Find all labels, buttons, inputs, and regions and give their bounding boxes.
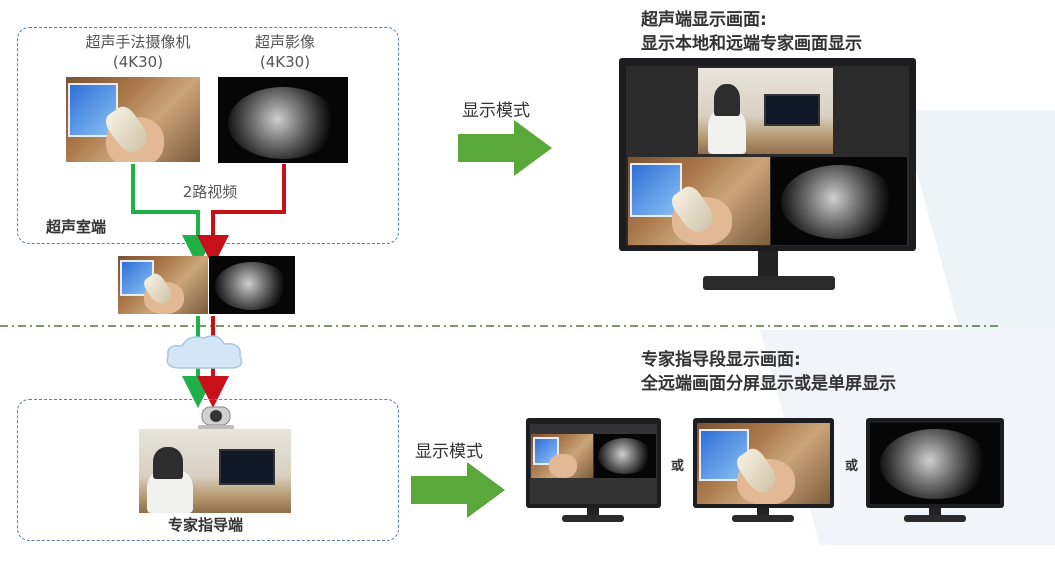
- display-mode-arrow-top: [458, 120, 552, 176]
- hand-camera-image: [66, 77, 200, 162]
- remote-expert-view: [698, 68, 833, 154]
- local-camera-view: [628, 157, 770, 245]
- camera2-label: 超声影像 (4K30): [254, 33, 315, 71]
- camera-device-icon: [198, 406, 234, 431]
- expert-side-title: 专家指导端: [168, 516, 244, 534]
- single-camera-view: [697, 423, 830, 504]
- or-label-1: 或: [671, 459, 685, 474]
- section-divider: [0, 325, 1000, 327]
- ultrasound-image: [218, 77, 348, 163]
- split-ultrasound-view: [594, 434, 656, 478]
- split-monitor-base: [562, 515, 624, 522]
- split-monitor-stand: [587, 508, 599, 516]
- split-camera-view: [531, 434, 593, 478]
- camera1-label: 超声手法摄像机 (4K30): [85, 33, 191, 71]
- combined-camera-image: [118, 256, 208, 314]
- ultrasound-monitor-base: [904, 515, 966, 522]
- camera-monitor-stand: [757, 508, 769, 516]
- ultrasound-monitor-stand: [929, 508, 941, 516]
- camera-monitor-base: [732, 515, 794, 522]
- display-mode-label-top: 显示模式: [462, 101, 530, 121]
- expert-side-box: [17, 399, 399, 541]
- display-mode-arrow-bottom: [411, 462, 505, 518]
- video-path-lines: [131, 164, 286, 408]
- combined-ultrasound-image: [209, 256, 295, 314]
- expert-display-heading: 专家指导段显示画面: 全远端画面分屏显示或是单屏显示: [641, 350, 896, 394]
- monitor-stand: [758, 251, 778, 277]
- or-label-2: 或: [845, 459, 859, 474]
- expert-office-image: [139, 429, 291, 513]
- cloud-icon: [166, 335, 243, 369]
- monitor-base: [703, 276, 835, 290]
- video-paths-label: 2路视频: [182, 183, 238, 201]
- ultrasound-room-title: 超声室端: [46, 218, 107, 236]
- ultrasound-display-heading: 超声端显示画面: 显示本地和远端专家画面显示: [641, 10, 862, 54]
- local-ultrasound-view: [771, 157, 907, 245]
- display-mode-label-bottom: 显示模式: [415, 442, 483, 462]
- single-ultrasound-view: [870, 423, 1000, 504]
